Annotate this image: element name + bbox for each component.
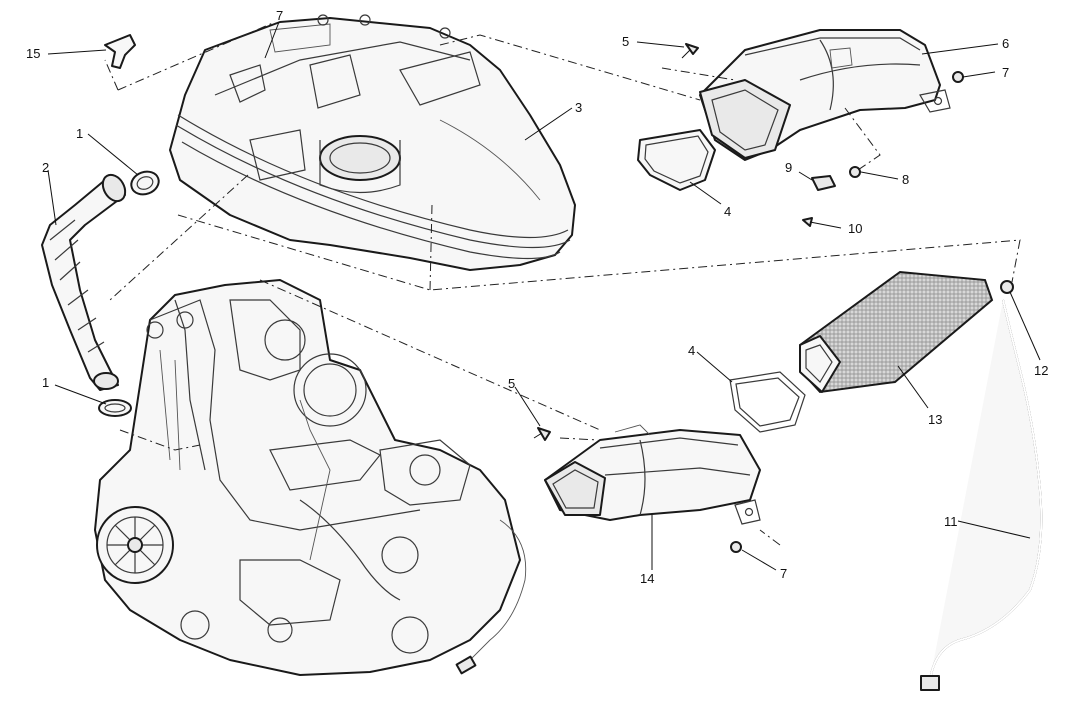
sensor-part (811, 175, 836, 191)
breather-hose-part (41, 173, 127, 391)
hose-clamp-bottom-part (98, 399, 132, 417)
callout-7-top: 7 (276, 8, 283, 23)
upper-gasket-part (637, 129, 716, 191)
engine-block (94, 279, 527, 676)
assembly-lines (104, 21, 1021, 546)
breather-pipe-part (920, 299, 1043, 691)
callout-1-bottom: 1 (42, 375, 49, 390)
callout-7-bottom: 7 (780, 566, 787, 581)
screw-top-part (681, 43, 699, 59)
callout-14: 14 (640, 571, 654, 586)
callout-9: 9 (785, 160, 792, 175)
callout-11: 11 (944, 514, 958, 529)
callout-labels: 15 7 5 6 7 1 3 2 9 8 4 10 1 4 5 12 13 11… (26, 8, 1048, 586)
leader-lines (47, 21, 1041, 571)
callout-6: 6 (1002, 36, 1009, 51)
nut-right-part (952, 71, 964, 83)
callout-5-top: 5 (622, 34, 629, 49)
callout-13: 13 (928, 412, 942, 427)
clip-part (104, 34, 136, 69)
hose-clamp-top-part (130, 170, 160, 196)
callout-15: 15 (26, 46, 40, 61)
callout-2: 2 (42, 160, 49, 175)
callout-10: 10 (848, 221, 862, 236)
callout-12: 12 (1034, 363, 1048, 378)
grommet-part (849, 166, 861, 178)
screw-bottom-part (533, 427, 551, 441)
fitting-part (1000, 280, 1014, 294)
nut-bottom-part (730, 541, 742, 553)
upper-intake-duct-part (699, 29, 951, 161)
callout-1-top: 1 (76, 126, 83, 141)
lower-intake-duct-part (544, 424, 761, 525)
callout-3: 3 (575, 100, 582, 115)
airbox-part (169, 14, 576, 271)
lower-gasket-part (729, 371, 806, 433)
callout-5-bottom: 5 (508, 376, 515, 391)
callout-4-top: 4 (724, 204, 731, 219)
callout-8: 8 (902, 172, 909, 187)
air-filter-part (799, 270, 994, 394)
callout-4-bottom: 4 (688, 343, 695, 358)
callout-7-right: 7 (1002, 65, 1009, 80)
